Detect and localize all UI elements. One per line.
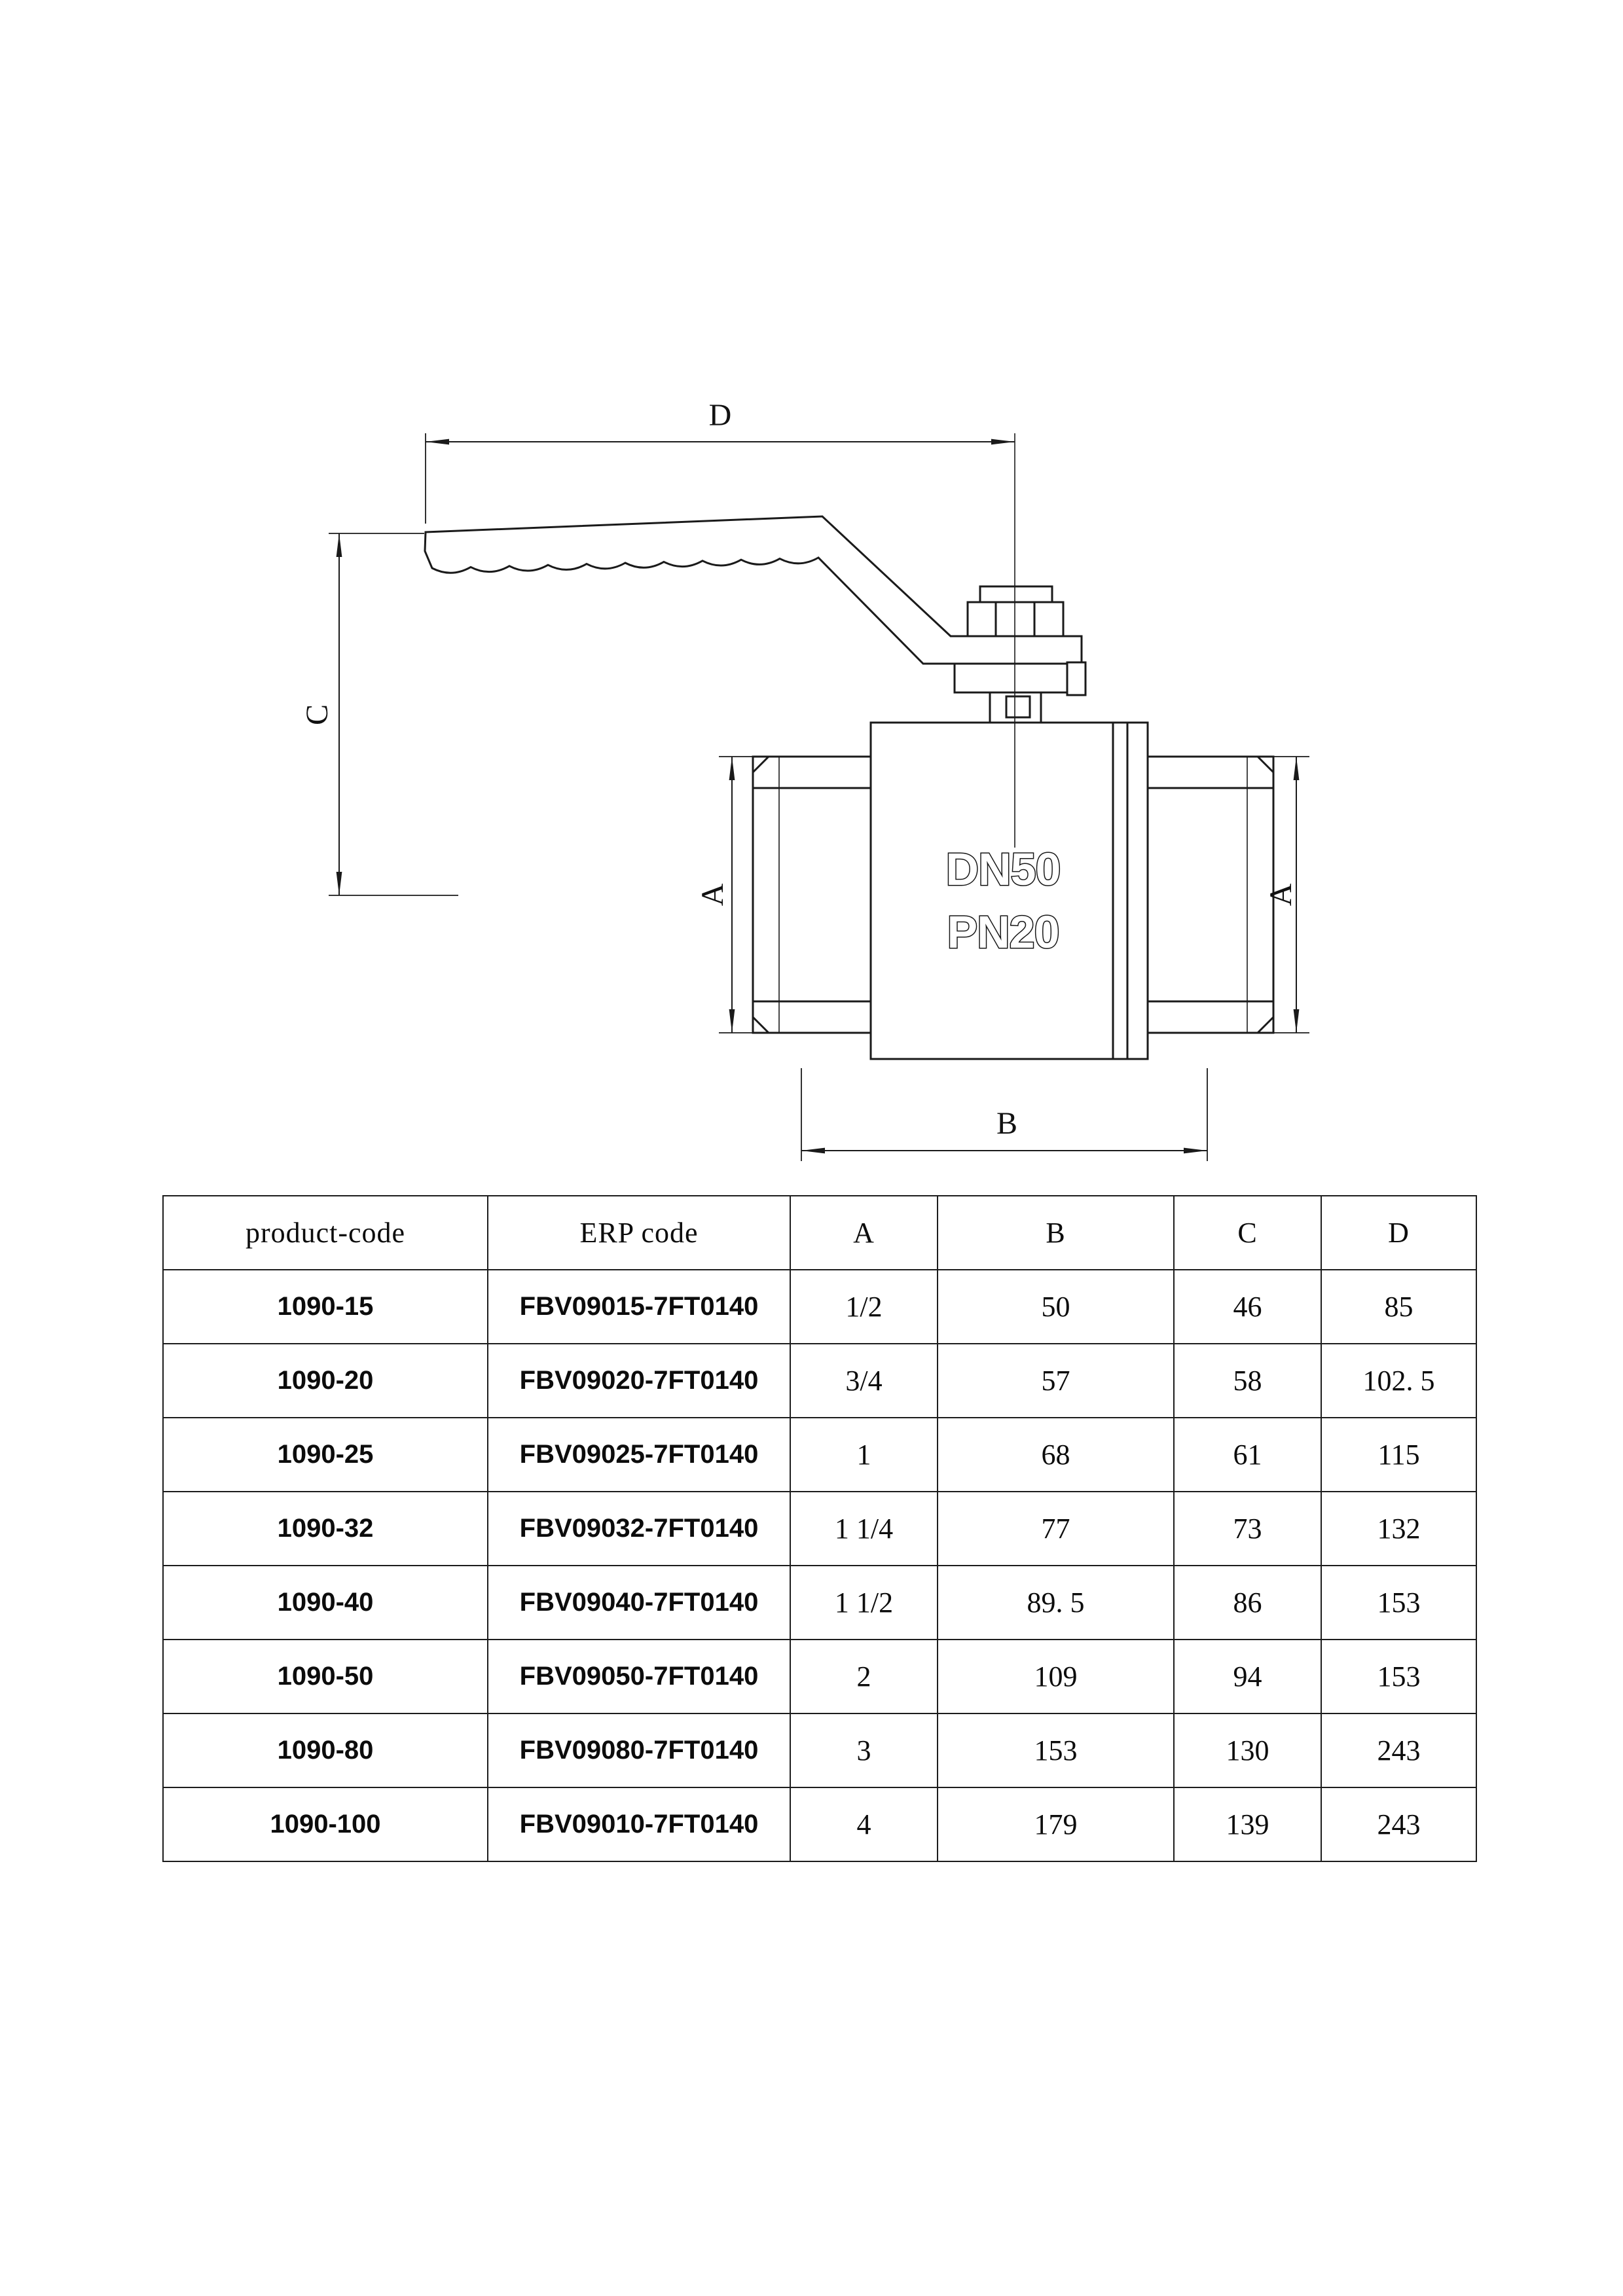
cell-dim-d: 132	[1321, 1491, 1477, 1566]
cell-product-code: 1090-50	[162, 1639, 488, 1714]
header-dim-d: D	[1321, 1195, 1477, 1270]
cell-dim-b: 109	[937, 1639, 1175, 1714]
cell-product-code: 1090-25	[162, 1417, 488, 1492]
cell-product-code: 1090-40	[162, 1565, 488, 1640]
cell-dim-b: 50	[937, 1269, 1175, 1344]
dimension-a-right: A	[1264, 756, 1309, 1033]
header-erp-code: ERP code	[487, 1195, 791, 1270]
valve-markings: DN50 PN20	[945, 843, 1062, 959]
header-row: product-code ERP code A B C D	[162, 1195, 1477, 1270]
table-row: 1090-50 FBV09050-7FT0140 2 109 94 153	[162, 1639, 1477, 1714]
cell-dim-a: 3/4	[790, 1343, 938, 1418]
table-row: 1090-40 FBV09040-7FT0140 1 1/2 89. 5 86 …	[162, 1565, 1477, 1640]
table-row: 1090-20 FBV09020-7FT0140 3/4 57 58 102. …	[162, 1343, 1477, 1418]
cell-product-code: 1090-100	[162, 1787, 488, 1862]
dim-d-label: D	[709, 398, 732, 433]
spec-table: product-code ERP code A B C D 1090-15 FB…	[162, 1195, 1477, 1862]
cell-dim-d: 102. 5	[1321, 1343, 1477, 1418]
cell-product-code: 1090-32	[162, 1491, 488, 1566]
dimension-b: B	[801, 1068, 1208, 1161]
packing-nut	[966, 601, 1065, 637]
cell-dim-d: 243	[1321, 1787, 1477, 1862]
left-port	[752, 755, 872, 1034]
cell-erp-code: FBV09050-7FT0140	[487, 1639, 791, 1714]
cell-erp-code: FBV09040-7FT0140	[487, 1565, 791, 1640]
handle-outline	[424, 515, 1083, 665]
header-dim-a: A	[790, 1195, 938, 1270]
body-center-piece	[869, 721, 1149, 1060]
cell-dim-c: 139	[1173, 1787, 1322, 1862]
cell-product-code: 1090-20	[162, 1343, 488, 1418]
table-row: 1090-32 FBV09032-7FT0140 1 1/4 77 73 132	[162, 1491, 1477, 1566]
stem-neck-detail	[1005, 695, 1031, 719]
cell-dim-c: 130	[1173, 1713, 1322, 1788]
cell-dim-c: 61	[1173, 1417, 1322, 1492]
cell-erp-code: FBV09015-7FT0140	[487, 1269, 791, 1344]
dimension-d: D	[425, 398, 1015, 524]
cell-dim-b: 89. 5	[937, 1565, 1175, 1640]
header-product-code: product-code	[162, 1195, 488, 1270]
dim-b-label: B	[996, 1106, 1017, 1141]
cell-dim-c: 58	[1173, 1343, 1322, 1418]
cell-dim-a: 2	[790, 1639, 938, 1714]
cell-erp-code: FBV09025-7FT0140	[487, 1417, 791, 1492]
cell-product-code: 1090-15	[162, 1269, 488, 1344]
table-row: 1090-25 FBV09025-7FT0140 1 68 61 115	[162, 1417, 1477, 1492]
marking-pn: PN20	[947, 906, 1059, 958]
cell-dim-c: 86	[1173, 1565, 1322, 1640]
cell-dim-a: 1 1/4	[790, 1491, 938, 1566]
cell-dim-b: 68	[937, 1417, 1175, 1492]
cell-dim-c: 73	[1173, 1491, 1322, 1566]
cell-dim-b: 153	[937, 1713, 1175, 1788]
handle-end-tab	[1066, 661, 1087, 696]
cell-dim-b: 179	[937, 1787, 1175, 1862]
cell-product-code: 1090-80	[162, 1713, 488, 1788]
marking-dn: DN50	[946, 844, 1061, 895]
cell-dim-a: 1	[790, 1417, 938, 1492]
cell-erp-code: FBV09020-7FT0140	[487, 1343, 791, 1418]
dim-c-label: C	[300, 704, 335, 725]
dim-a-left-label: A	[695, 883, 730, 906]
table-row: 1090-100 FBV09010-7FT0140 4 179 139 243	[162, 1787, 1477, 1862]
cell-dim-d: 115	[1321, 1417, 1477, 1492]
cell-erp-code: FBV09032-7FT0140	[487, 1491, 791, 1566]
cell-dim-b: 77	[937, 1491, 1175, 1566]
header-dim-b: B	[937, 1195, 1175, 1270]
cell-erp-code: FBV09010-7FT0140	[487, 1787, 791, 1862]
right-port	[1146, 755, 1275, 1034]
cell-dim-c: 94	[1173, 1639, 1322, 1714]
cell-dim-b: 57	[937, 1343, 1175, 1418]
cell-dim-a: 1 1/2	[790, 1565, 938, 1640]
cell-dim-d: 153	[1321, 1565, 1477, 1640]
cell-dim-d: 243	[1321, 1713, 1477, 1788]
valve-body	[752, 721, 1275, 1060]
spec-table-body: 1090-15 FBV09015-7FT0140 1/2 50 46 85 10…	[162, 1269, 1477, 1862]
dimension-c: C	[300, 533, 458, 896]
spec-table-header: product-code ERP code A B C D	[162, 1195, 1477, 1270]
cell-dim-a: 3	[790, 1713, 938, 1788]
stem-cap	[979, 585, 1053, 603]
cell-dim-a: 4	[790, 1787, 938, 1862]
cell-dim-d: 85	[1321, 1269, 1477, 1344]
header-dim-c: C	[1173, 1195, 1322, 1270]
cell-erp-code: FBV09080-7FT0140	[487, 1713, 791, 1788]
cell-dim-d: 153	[1321, 1639, 1477, 1714]
dimension-a-left: A	[695, 756, 753, 1033]
cell-dim-a: 1/2	[790, 1269, 938, 1344]
dim-a-right-label: A	[1264, 883, 1298, 906]
table-row: 1090-80 FBV09080-7FT0140 3 153 130 243	[162, 1713, 1477, 1788]
cell-dim-c: 46	[1173, 1269, 1322, 1344]
lever-handle	[424, 515, 1087, 696]
table-row: 1090-15 FBV09015-7FT0140 1/2 50 46 85	[162, 1269, 1477, 1344]
